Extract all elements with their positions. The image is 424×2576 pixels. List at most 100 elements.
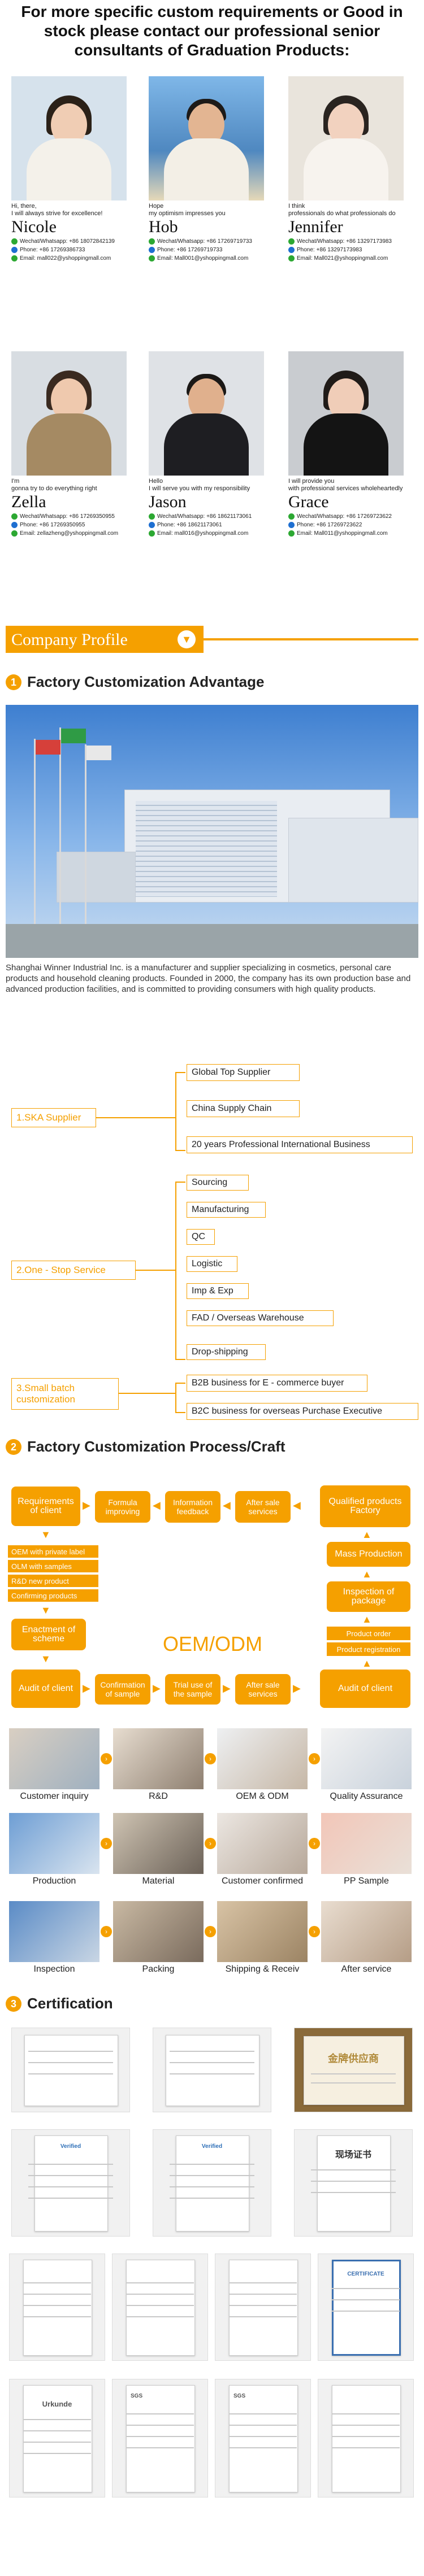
certificate: 金牌供应商 — [294, 2028, 413, 2112]
advantage-item: B2B business for E - commerce buyer — [187, 1375, 367, 1392]
advantage-item: Global Top Supplier — [187, 1064, 300, 1081]
wechat-number[interactable]: Wechat/Whatsapp: +86 17269719733 — [157, 238, 252, 245]
certificate-title: SGS — [131, 2393, 143, 2399]
email-address[interactable]: Email: Mall021@yshoppingmall.com — [297, 255, 388, 261]
chevron-right-icon: › — [205, 1753, 216, 1764]
certificate: SGS — [112, 2379, 208, 2497]
advantage-item: QC — [187, 1229, 215, 1245]
process-option: Product registration — [327, 1642, 410, 1656]
process-photo — [217, 1901, 308, 1962]
certificate-title: 金牌供应商 — [328, 2053, 379, 2064]
phone-number[interactable]: Phone: +86 17269723622 — [297, 522, 362, 528]
consultant-name: Zella — [11, 492, 46, 511]
arrow-right-icon: ▶ — [83, 1683, 90, 1694]
process-step: Trial use of the sample — [165, 1674, 220, 1705]
consultant-card: I think professionals do what profession… — [288, 76, 418, 262]
consultant-name: Jennifer — [288, 217, 343, 236]
wechat-icon — [11, 238, 18, 245]
process-photo — [321, 1813, 412, 1874]
arrow-right-icon: ▶ — [293, 1683, 301, 1694]
arrow-up-icon: ▲ — [362, 1614, 372, 1625]
process-step: Information feedback — [165, 1491, 220, 1523]
consultant-photo — [149, 76, 264, 200]
consultant-tagline: Hello I will serve you with my responsib… — [149, 478, 250, 492]
wechat-icon — [11, 513, 18, 520]
wechat-number[interactable]: Wechat/Whatsapp: +86 17269723622 — [297, 513, 392, 520]
consultant-name: Jason — [149, 492, 187, 511]
section-heading: 2 Factory Customization Process/Craft — [6, 1438, 285, 1455]
consultant-tagline: I will provide you with professional ser… — [288, 478, 403, 492]
phone-icon — [11, 522, 18, 528]
phone-icon — [288, 522, 295, 528]
email-address[interactable]: Email: Mall011@yshoppingmall.com — [297, 530, 388, 537]
email-icon — [288, 530, 295, 537]
section-number-badge: 1 — [6, 674, 21, 690]
process-photo — [113, 1728, 204, 1789]
arrow-left-icon: ◀ — [223, 1500, 231, 1511]
consultant-tagline: Hope my optimism impresses you — [149, 203, 226, 217]
chevron-right-icon: › — [205, 1838, 216, 1849]
email-address[interactable]: Email: mall016@yshoppingmall.com — [157, 530, 249, 537]
process-photo — [321, 1728, 412, 1789]
consultant-photo — [149, 351, 264, 476]
certificate: Verified — [153, 2129, 271, 2237]
advantage-item: Logistic — [187, 1256, 237, 1272]
company-intro: Shanghai Winner Industrial Inc. is a man… — [6, 963, 411, 994]
arrow-right-icon: ▶ — [83, 1500, 90, 1511]
phone-number[interactable]: Phone: +86 17269350955 — [20, 522, 85, 528]
process-option: Product order — [327, 1627, 410, 1640]
wechat-icon — [149, 238, 155, 245]
process-photo — [217, 1728, 308, 1789]
process-step: Mass Production — [327, 1542, 410, 1567]
certificate — [153, 2028, 271, 2112]
chevron-down-icon: ▼ — [178, 630, 196, 648]
advantage-group-label: 3.Small batch customization — [11, 1378, 119, 1410]
certificate — [318, 2379, 414, 2497]
arrow-left-icon: ◀ — [293, 1500, 301, 1511]
wechat-icon — [288, 238, 295, 245]
phone-number[interactable]: Phone: +86 17269386733 — [20, 247, 85, 253]
process-photo — [217, 1813, 308, 1874]
email-icon — [11, 530, 18, 537]
advantage-item: FAD / Overseas Warehouse — [187, 1310, 334, 1326]
certificate-title: Verified — [60, 2143, 81, 2150]
process-photo — [321, 1901, 412, 1962]
wechat-number[interactable]: Wechat/Whatsapp: +86 18621173061 — [157, 513, 252, 520]
email-address[interactable]: Email: zellazheng@yshoppingmall.com — [20, 530, 119, 537]
section-number-badge: 3 — [6, 1995, 21, 2012]
phone-number[interactable]: Phone: +86 17269719733 — [157, 247, 223, 253]
phone-number[interactable]: Phone: +86 13297173983 — [297, 247, 362, 253]
phone-icon — [149, 522, 155, 528]
arrow-right-icon: ▶ — [223, 1683, 231, 1694]
chevron-right-icon: › — [101, 1838, 112, 1849]
consultant-name: Grace — [288, 492, 329, 511]
advantage-item: Sourcing — [187, 1175, 249, 1191]
certificate-title: Verified — [201, 2143, 223, 2150]
process-step: After sale services — [235, 1491, 291, 1523]
certificate-title: SGS — [233, 2393, 246, 2399]
wechat-number[interactable]: Wechat/Whatsapp: +86 18072842139 — [20, 238, 115, 245]
consultant-name: Hob — [149, 217, 178, 236]
advantage-item: B2C business for overseas Purchase Execu… — [187, 1403, 418, 1420]
wechat-number[interactable]: Wechat/Whatsapp: +86 17269350955 — [20, 513, 115, 520]
process-photo-label: OEM & ODM — [236, 1792, 289, 1801]
certificate — [112, 2254, 208, 2361]
consultant-card: I'm gonna try to do everything right Zel… — [11, 351, 141, 537]
consultant-name: Nicole — [11, 217, 57, 236]
email-icon — [149, 255, 155, 261]
certificate-title: 现场证书 — [335, 2150, 371, 2160]
process-photo-label: Customer inquiry — [20, 1792, 89, 1801]
arrow-down-icon: ▼ — [41, 1529, 51, 1540]
process-step: Confirmation of sample — [95, 1674, 150, 1705]
chevron-right-icon: › — [309, 1926, 320, 1937]
consultant-card: I will provide you with professional ser… — [288, 351, 418, 537]
wechat-number[interactable]: Wechat/Whatsapp: +86 13297173983 — [297, 238, 392, 245]
process-photo — [113, 1901, 204, 1962]
process-photo — [9, 1728, 99, 1789]
email-address[interactable]: Email: mall022@yshoppingmall.com — [20, 255, 111, 261]
process-photo-label: R&D — [149, 1792, 168, 1801]
process-photo-label: Shipping & Receiv — [225, 1964, 300, 1974]
email-address[interactable]: Email: Mall001@yshoppingmall.com — [157, 255, 249, 261]
phone-number[interactable]: Phone: +86 18621173061 — [157, 522, 222, 528]
advantage-item: Drop-shipping — [187, 1344, 266, 1360]
